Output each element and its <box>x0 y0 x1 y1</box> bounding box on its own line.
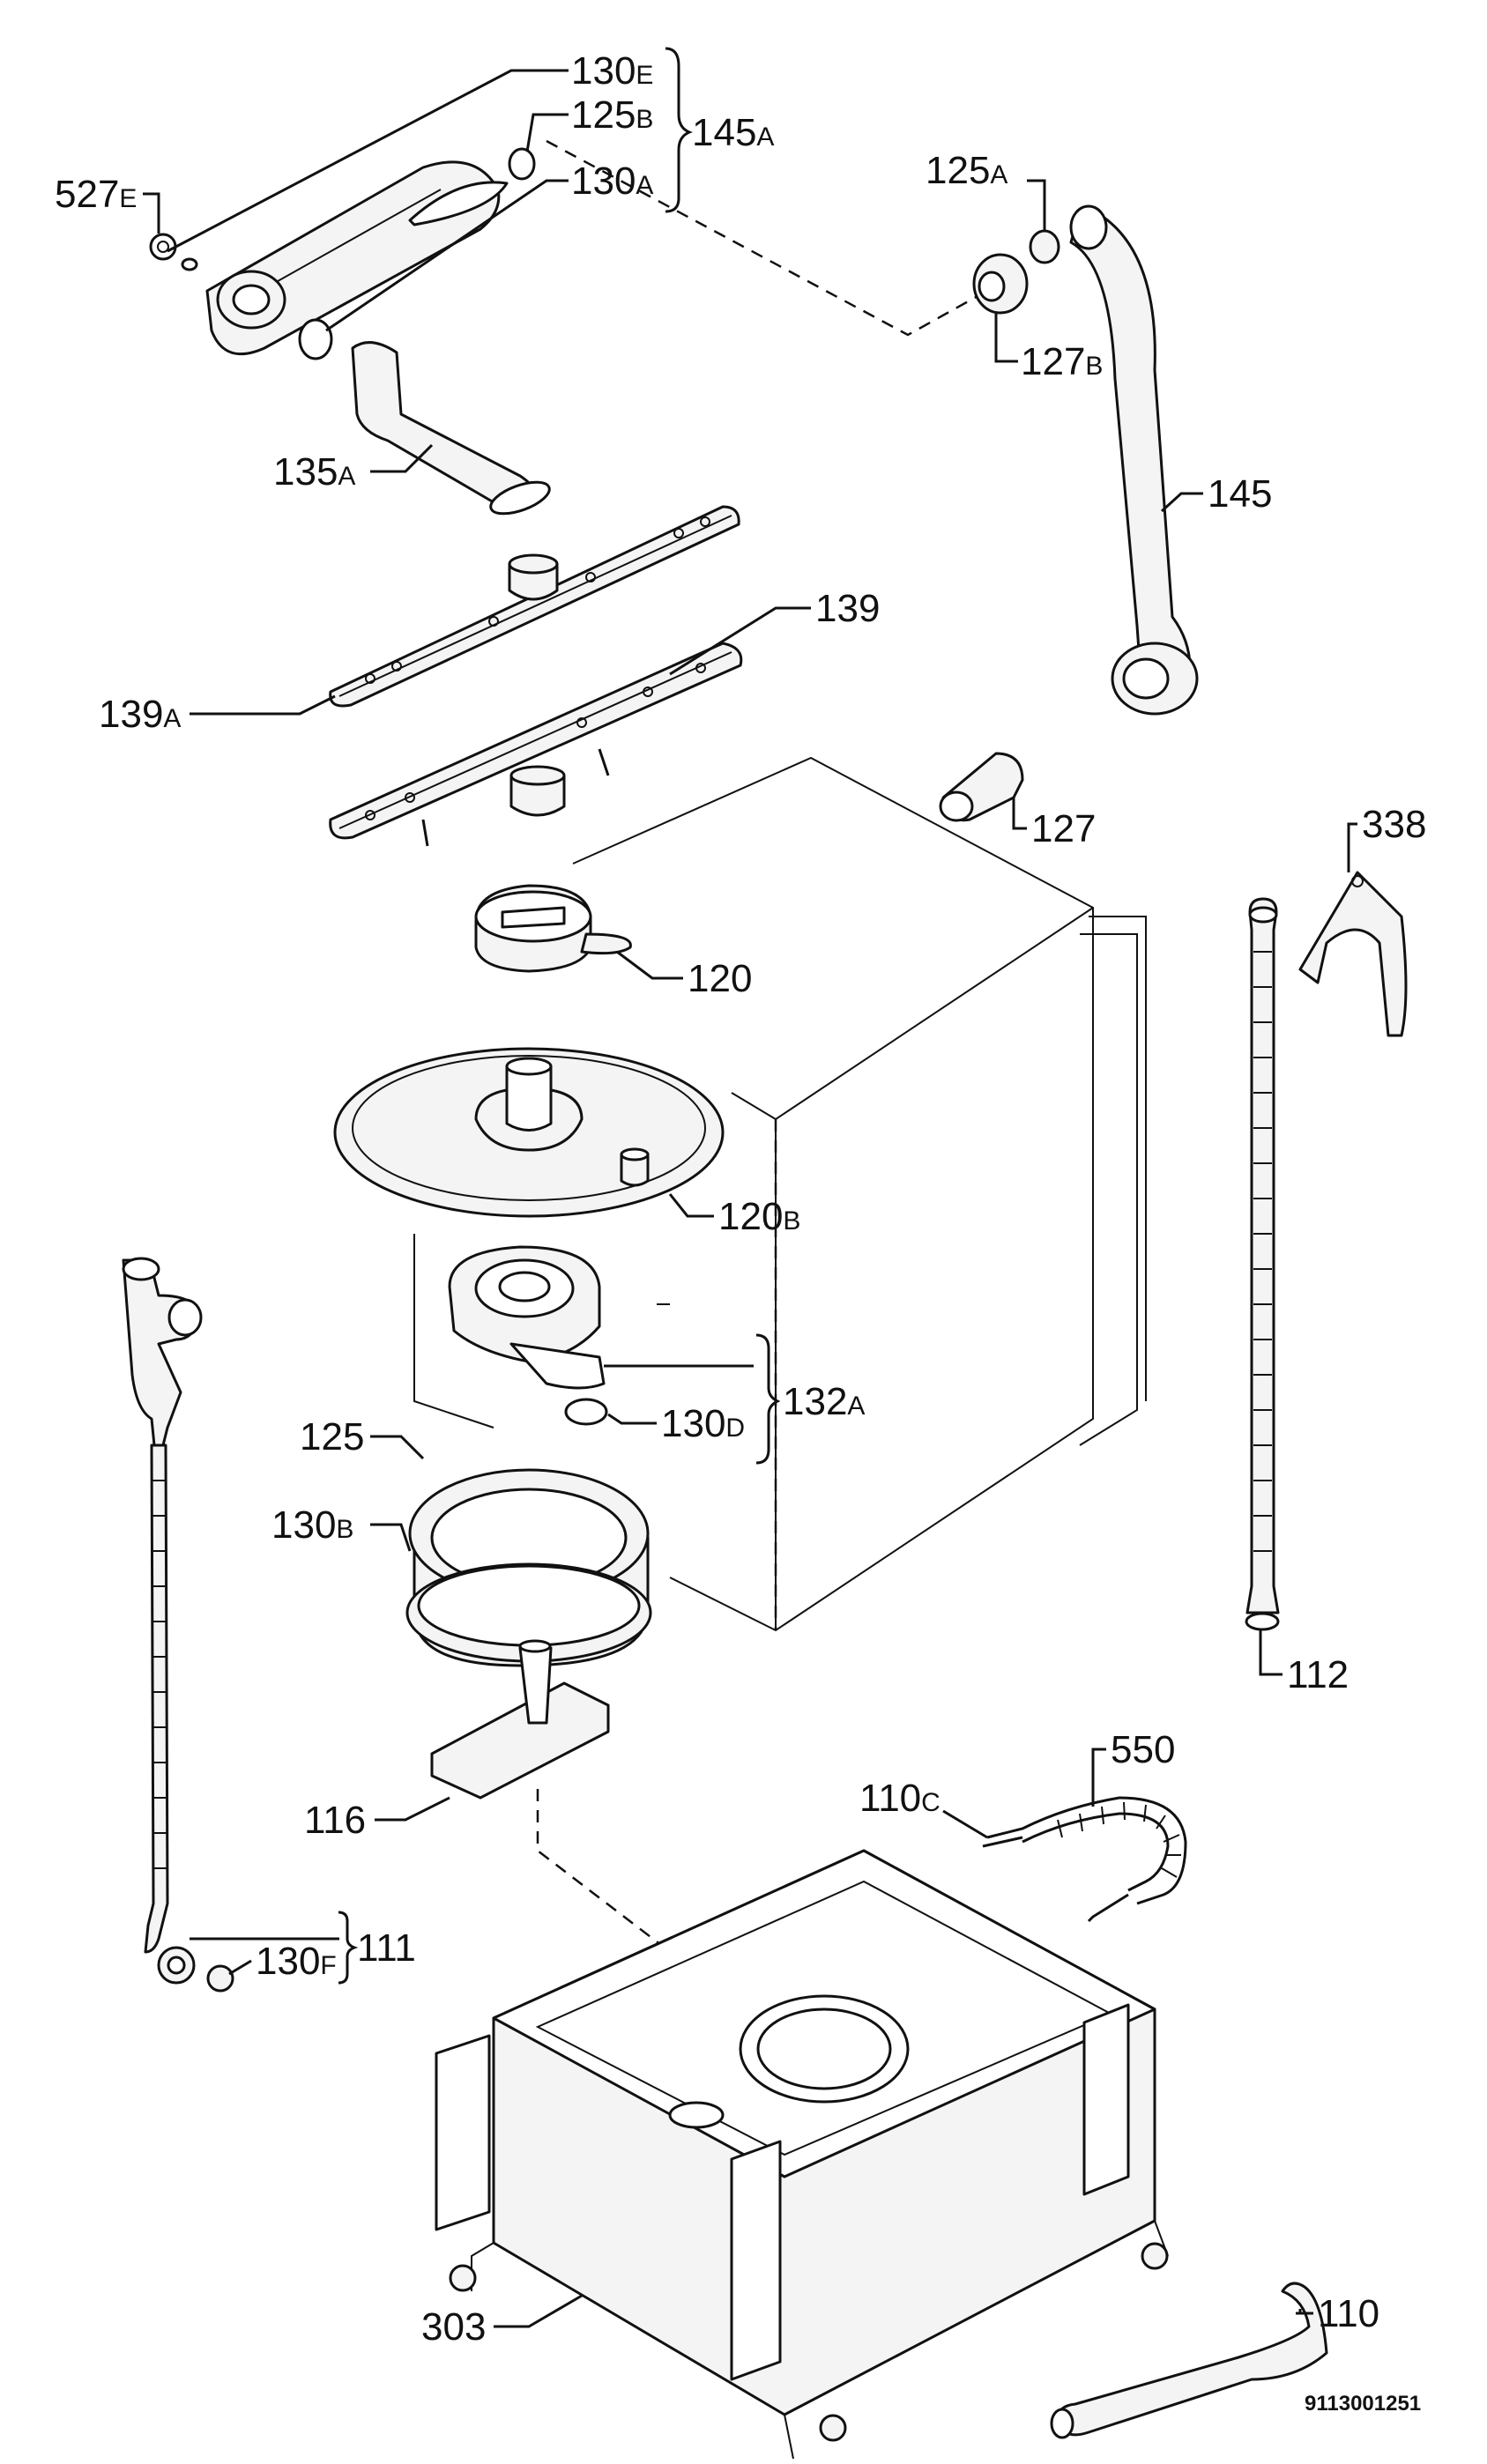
drawing-code: 9113001251 <box>1305 2392 1421 2416</box>
part-132a-pump-housing <box>448 1245 608 1426</box>
part-303-base-frame <box>435 1849 1169 2460</box>
label-116: 116 <box>304 1799 366 1842</box>
part-338-clip <box>1298 871 1408 1037</box>
label-112: 112 <box>1287 1653 1349 1696</box>
label-110c: 110C <box>859 1777 941 1820</box>
label-527e: 527E <box>55 173 137 216</box>
part-labels: 130E 125B 145A 130A 527E 125A 127B 135A … <box>55 49 1426 2349</box>
part-127-nozzle <box>939 752 1024 822</box>
label-125a: 125A <box>926 149 1007 192</box>
label-550: 550 <box>1111 1728 1175 1771</box>
part-125-sump <box>405 1468 652 1667</box>
part-120-nut <box>474 884 632 973</box>
label-125b: 125B <box>571 93 653 137</box>
label-110: 110 <box>1318 2292 1379 2335</box>
part-112-hose <box>1245 897 1280 1631</box>
label-139a: 139A <box>99 693 181 736</box>
label-120b: 120B <box>718 1195 800 1238</box>
part-111-hose <box>122 1257 234 1993</box>
part-110-drain-hose <box>1050 2282 1328 2439</box>
part-550-hose <box>982 1796 1187 1923</box>
label-130b: 130B <box>271 1503 353 1547</box>
label-145a: 145A <box>692 111 774 154</box>
cabinet-outline <box>413 756 1147 1632</box>
label-120: 120 <box>688 957 752 1000</box>
label-130d: 130D <box>661 1402 745 1445</box>
label-111: 111 <box>357 1926 416 1970</box>
label-145: 145 <box>1208 472 1272 516</box>
label-132a: 132A <box>783 1380 865 1423</box>
label-130f: 130F <box>256 1940 337 1983</box>
part-139-spray-arm <box>329 642 743 847</box>
part-145-pipe <box>1069 204 1199 716</box>
part-116-bracket <box>430 1639 610 1800</box>
label-125: 125 <box>300 1415 364 1458</box>
part-120b-filter-plate <box>333 1047 725 1218</box>
label-130a: 130A <box>571 160 653 203</box>
label-127: 127 <box>1031 807 1096 850</box>
leader-lines <box>143 69 1357 2328</box>
part-127b-coupling <box>972 229 1060 315</box>
label-127b: 127B <box>1021 340 1103 383</box>
braces <box>338 47 781 1985</box>
label-135a: 135A <box>273 450 355 494</box>
label-139: 139 <box>815 587 880 630</box>
part-139a-spray-arm <box>329 505 740 708</box>
label-338: 338 <box>1362 803 1426 846</box>
assembly-lines <box>536 139 988 2081</box>
label-130e: 130E <box>571 49 653 93</box>
part-145a-spray-arm-support <box>149 147 536 360</box>
part-135a-tube <box>351 341 551 516</box>
label-303: 303 <box>421 2305 486 2349</box>
